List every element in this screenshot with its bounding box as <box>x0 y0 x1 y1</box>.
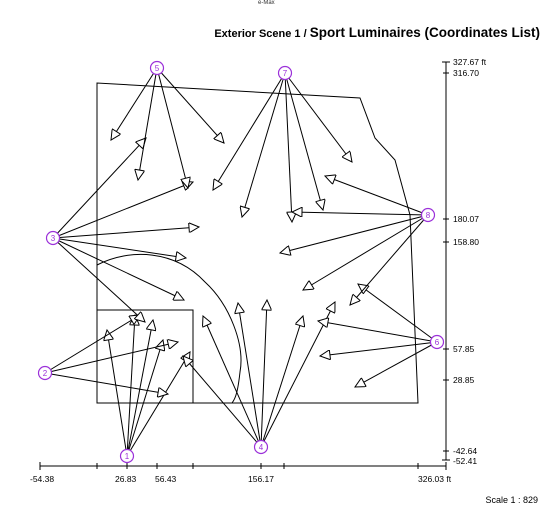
aiming-arrow <box>52 237 184 300</box>
aiming-arrow <box>284 72 292 222</box>
aiming-arrow <box>203 316 262 448</box>
aiming-arrow <box>126 320 153 457</box>
aiming-arrow <box>358 284 438 343</box>
aiming-arrow <box>126 340 163 457</box>
luminaire-circle <box>420 207 436 223</box>
luminaire-circle <box>277 65 293 81</box>
luminaire-circle <box>149 60 165 76</box>
luminaire-number: 6 <box>435 338 440 347</box>
luminaire-3[interactable]: 3 <box>45 230 61 246</box>
aiming-arrow <box>260 300 267 448</box>
page-title: Exterior Scene 1 / Sport Luminaires (Coo… <box>214 24 540 42</box>
aiming-arrow <box>52 138 146 239</box>
y-tick-label: 158.80 <box>453 237 479 247</box>
luminaire-4[interactable]: 4 <box>253 439 269 455</box>
aiming-arrow <box>52 237 186 258</box>
scene-label: Exterior Scene 1 / <box>214 28 310 40</box>
aiming-arrow <box>284 72 352 162</box>
aiming-arrow <box>52 227 199 239</box>
aiming-arrow <box>320 341 438 356</box>
aiming-arrow <box>350 214 429 305</box>
aiming-arrow <box>156 67 224 143</box>
y-tick-label: 316.70 <box>453 68 479 78</box>
luminaire-circle <box>253 439 269 455</box>
field-boundary <box>96 82 419 404</box>
aiming-arrow <box>355 341 438 387</box>
title-main: Sport Luminaires (Coordinates List) <box>309 25 540 40</box>
aiming-arrow <box>126 352 190 457</box>
luminaire-number: 7 <box>283 69 288 78</box>
luminaire-7[interactable]: 7 <box>277 65 293 81</box>
y-tick-label: 180.07 <box>453 214 479 224</box>
x-tick-label: 26.83 <box>115 474 137 484</box>
curved-track <box>96 253 242 404</box>
aiming-arrow <box>325 176 429 216</box>
aiming-arrow <box>183 356 262 448</box>
luminaire-number: 3 <box>51 234 56 243</box>
x-tick-label: 56.43 <box>155 474 177 484</box>
aiming-arrow <box>238 303 262 448</box>
aiming-arrow <box>242 72 286 217</box>
x-tick-label: 326.03 ft <box>418 474 452 484</box>
luminaire-circle <box>429 334 445 350</box>
x-axis-ruler <box>39 462 447 470</box>
aiming-arrow <box>260 302 335 448</box>
x-tick-label: -54.38 <box>30 474 55 484</box>
luminaire-circle <box>119 448 135 464</box>
aiming-arrows <box>44 67 438 457</box>
aiming-arrow <box>44 315 140 374</box>
aiming-arrow <box>44 342 178 374</box>
luminaire-6[interactable]: 6 <box>429 334 445 350</box>
luminaire-5[interactable]: 5 <box>149 60 165 76</box>
luminaire-circle <box>37 365 53 381</box>
luminaire-8[interactable]: 8 <box>420 207 436 223</box>
aiming-arrow <box>138 67 158 180</box>
luminaire-markers: 1 2 3 4 5 6 7 8 <box>37 60 445 464</box>
aiming-arrow <box>126 315 135 457</box>
aiming-arrow <box>52 237 145 322</box>
y-tick-label: 327.67 ft <box>453 57 487 67</box>
y-axis-ruler <box>442 61 450 461</box>
y-tick-label: -42.64 <box>453 446 478 456</box>
aiming-arrow <box>52 182 193 239</box>
header-logo-text: e-Max <box>258 0 275 6</box>
aiming-arrow <box>280 214 429 253</box>
x-tick-label: 156.17 <box>248 474 274 484</box>
aiming-arrow <box>107 330 128 457</box>
aiming-arrow <box>111 67 158 140</box>
luminaire-number: 8 <box>426 211 431 220</box>
aiming-arrow <box>44 372 168 394</box>
aiming-arrow <box>303 214 429 290</box>
inner-area <box>97 309 194 403</box>
scale-label: Scale 1 : 829 <box>485 495 538 505</box>
luminaire-number: 5 <box>155 64 160 73</box>
luminaire-circle <box>45 230 61 246</box>
luminaire-number: 1 <box>125 452 130 461</box>
aiming-arrow <box>156 67 188 188</box>
aiming-arrow <box>260 316 303 448</box>
luminaire-2[interactable]: 2 <box>37 365 53 381</box>
aiming-arrow <box>213 72 286 190</box>
y-tick-label: 28.85 <box>453 375 475 385</box>
y-tick-label: -52.41 <box>453 456 478 466</box>
luminaire-number: 4 <box>259 443 264 452</box>
luminaire-number: 2 <box>43 369 48 378</box>
aiming-arrow <box>318 321 438 343</box>
aiming-arrow <box>292 212 429 215</box>
y-tick-label: 57.85 <box>453 344 475 354</box>
luminaire-1[interactable]: 1 <box>119 448 135 464</box>
aiming-arrow <box>284 72 323 210</box>
